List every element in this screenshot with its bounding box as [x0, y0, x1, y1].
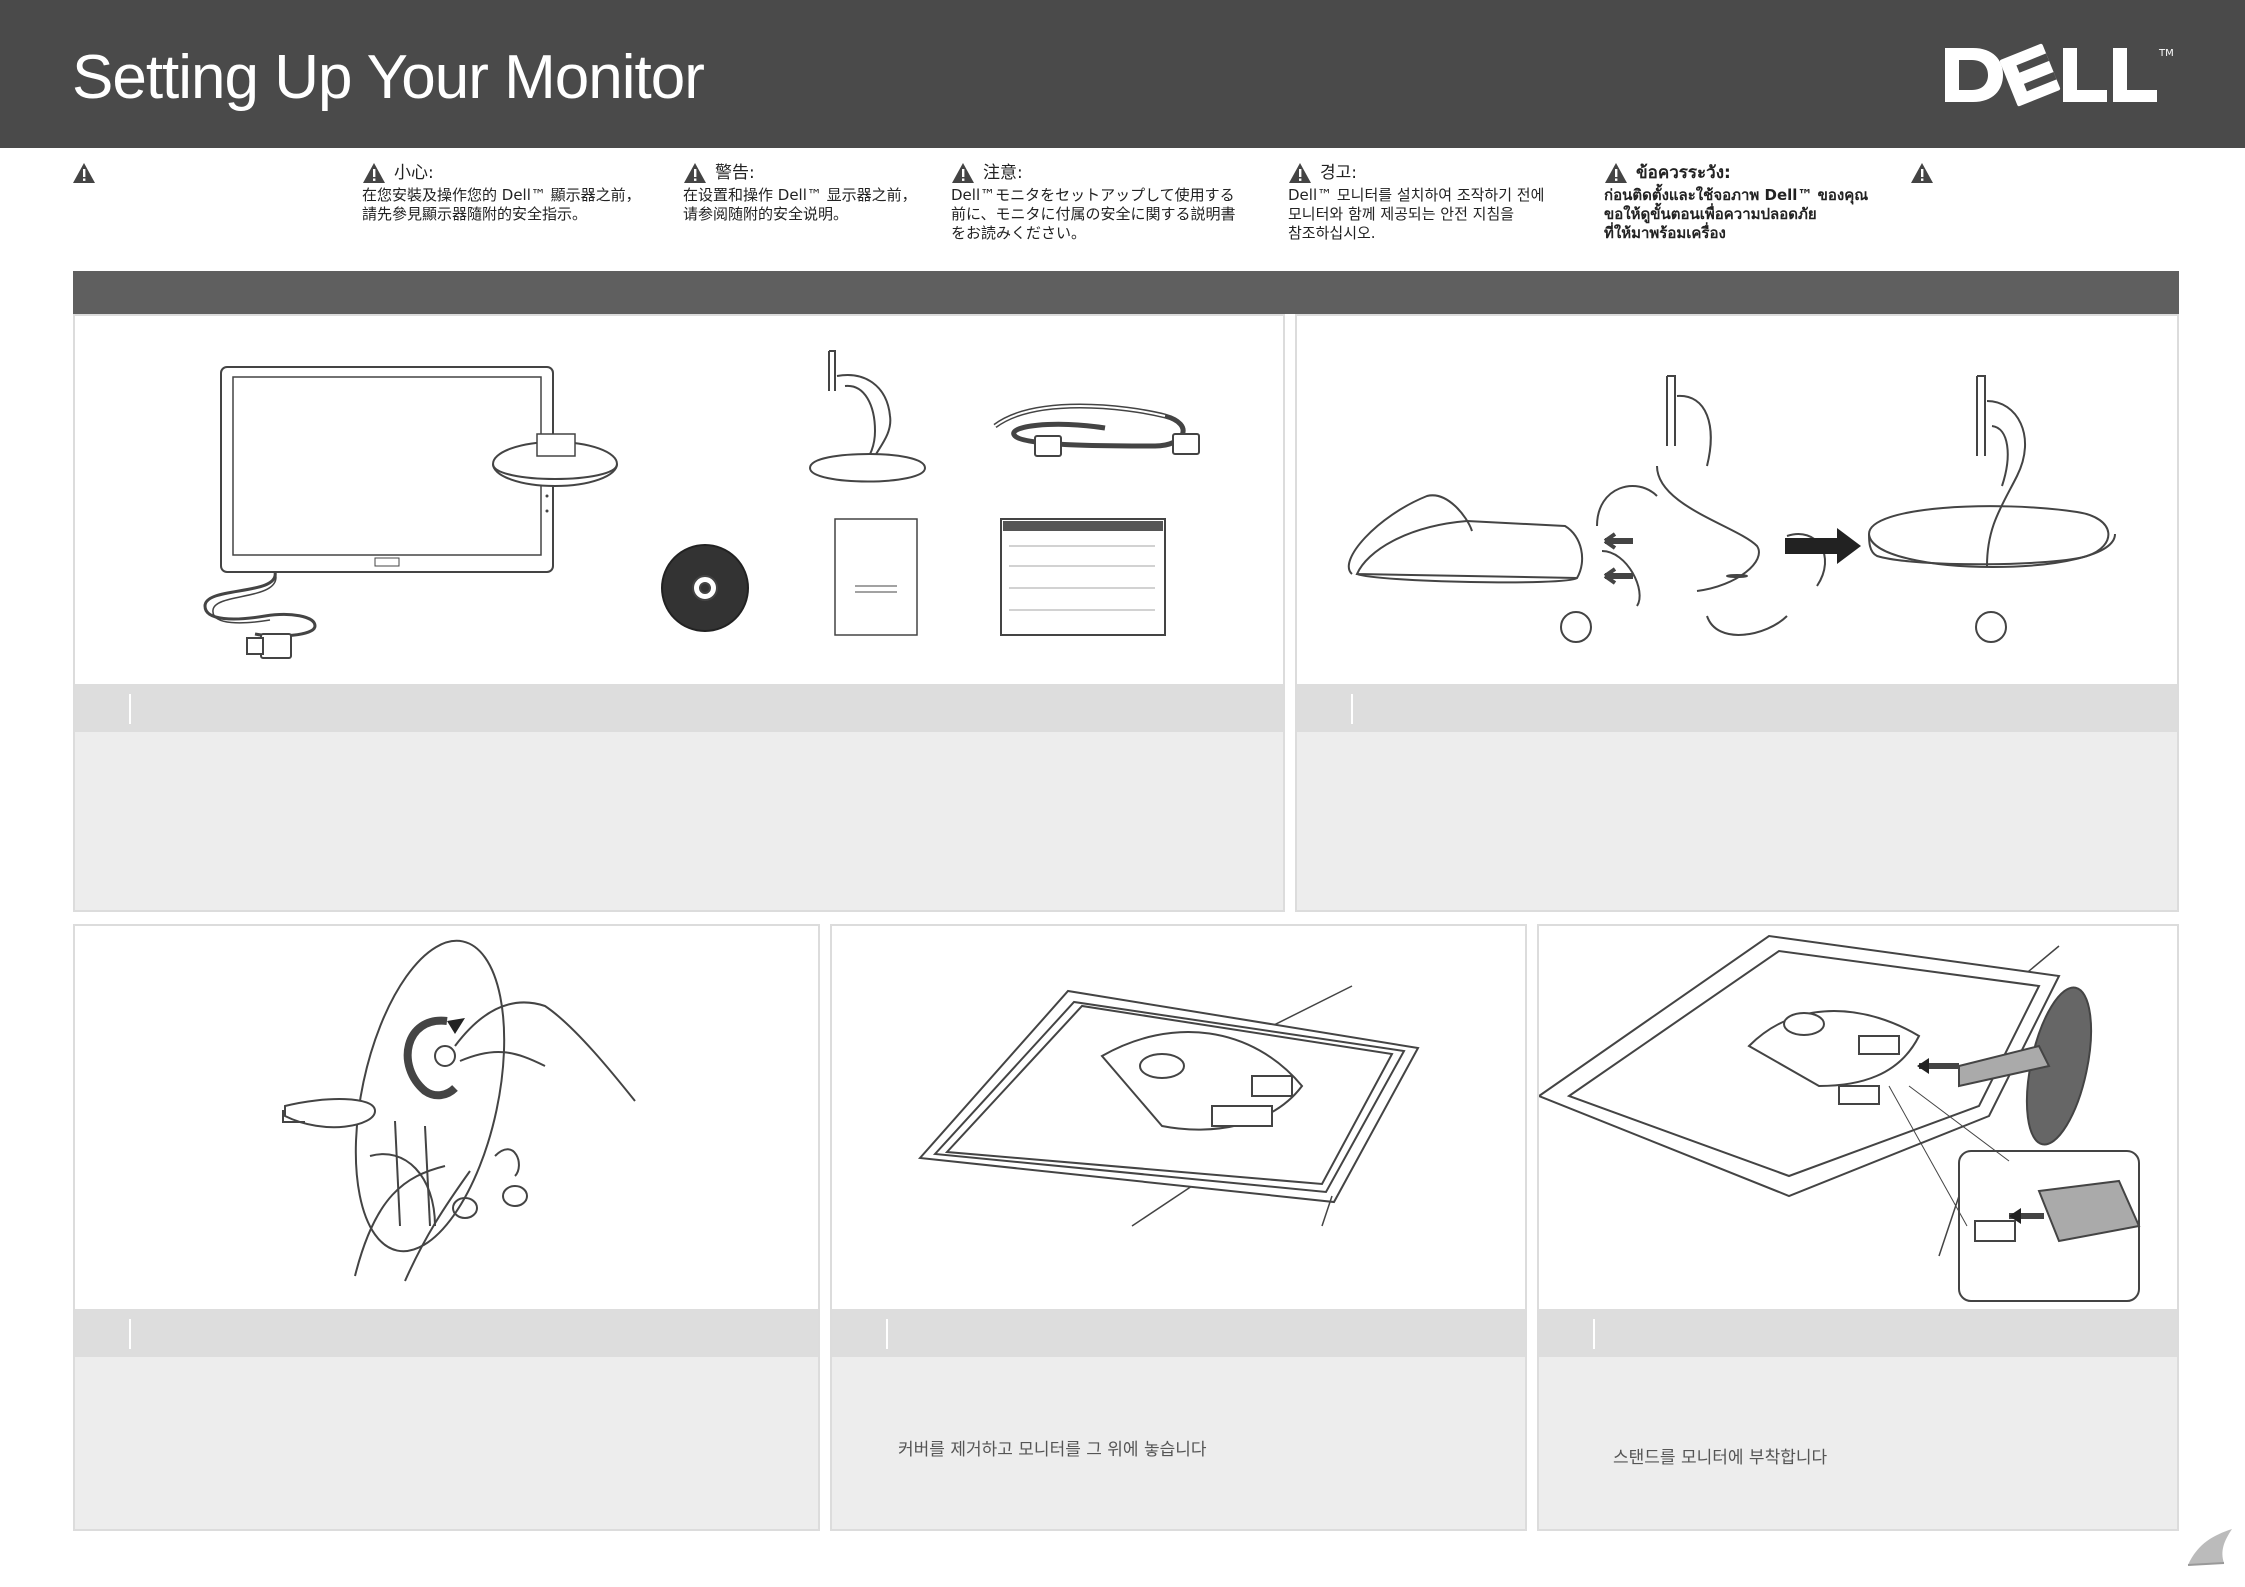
section-band [73, 271, 2179, 314]
caution-line: ที่ให้มาพร้อมเครื่อง [1604, 224, 1726, 242]
caution-line: 前に、モニタに付属の安全に関する説明書 [951, 205, 1236, 223]
caution-line: 모니터와 함께 제공되는 안전 지침을 [1288, 205, 1515, 223]
panel-attach-base [1295, 314, 2179, 912]
caution-line: Dell™ 모니터를 설치하여 조작하기 전에 [1288, 186, 1545, 204]
caution-3: 注意: Dell™モニタをセットアップして使用する 前に、モニタに付属の安全に関… [951, 162, 1236, 243]
illustration-attach-base [1297, 316, 2177, 684]
caution-line: 참조하십시오. [1288, 224, 1376, 242]
illustration-tighten-screw [75, 926, 818, 1309]
step-strip [1297, 684, 2177, 732]
warning-icon [1289, 163, 1311, 183]
svg-text:TM: TM [2158, 48, 2174, 59]
header-bar: Setting Up Your Monitor TM [0, 0, 2245, 148]
step-strip [75, 684, 1283, 732]
caution-title: 小心: [394, 162, 434, 183]
caution-5: ข้อควรระวัง: ก่อนติดตั้งและใช้จอภาพ Dell… [1604, 162, 1868, 243]
warning-icon [952, 163, 974, 183]
caution-title: 注意: [983, 162, 1023, 183]
caution-line: Dell™モニタをセットアップして使用する [951, 186, 1235, 204]
warning-icon [684, 163, 706, 183]
caution-line: 在您安裝及操作您的 Dell™ 顯示器之前， [362, 186, 641, 204]
warning-icon [73, 163, 95, 183]
panel-attach-stand: 스탠드를 모니터에 부착합니다 [1537, 924, 2179, 1531]
panel-tighten-screw [73, 924, 820, 1531]
caution-1: 小心: 在您安裝及操作您的 Dell™ 顯示器之前， 請先參見顯示器隨附的安全指… [362, 162, 641, 224]
caution-line: 在设置和操作 Dell™ 显示器之前， [683, 186, 917, 204]
step-strip [832, 1309, 1525, 1357]
caution-6 [1910, 162, 1942, 186]
illustration-box-contents [75, 316, 1283, 684]
illustration-attach-stand [1539, 926, 2177, 1309]
caution-line: 請先參見顯示器隨附的安全指示。 [362, 205, 588, 223]
caution-line: ขอให้ดูขั้นตอนเพื่อความปลอดภัย [1604, 205, 1817, 223]
caution-2: 警告: 在设置和操作 Dell™ 显示器之前， 请参阅随附的安全说明。 [683, 162, 917, 224]
step-text: 스탠드를 모니터에 부착합니다 [1613, 1448, 1828, 1468]
step-text: 커버를 제거하고 모니터를 그 위에 놓습니다 [898, 1440, 1207, 1460]
warning-icon [363, 163, 385, 183]
warning-icon [1605, 163, 1627, 183]
caution-line: ก่อนติดตั้งและใช้จอภาพ Dell™ ของคุณ [1604, 186, 1869, 204]
step-strip [75, 1309, 818, 1357]
caution-title: 경고: [1320, 162, 1358, 183]
page-title: Setting Up Your Monitor [72, 43, 705, 112]
warning-icon [1911, 163, 1933, 183]
caution-title: ข้อควรระวัง: [1636, 162, 1731, 183]
panel-box-contents [73, 314, 1285, 912]
caution-line: 请参阅随附的安全说明。 [683, 205, 849, 223]
dell-logo: TM [1945, 43, 2174, 107]
caution-title: 警告: [715, 162, 755, 183]
step-strip [1539, 1309, 2177, 1357]
caution-line: をお読みください。 [951, 224, 1087, 242]
illustration-remove-cover [832, 926, 1525, 1309]
caution-4: 경고: Dell™ 모니터를 설치하여 조작하기 전에 모니터와 함께 제공되는… [1288, 162, 1544, 243]
caution-0 [72, 162, 104, 186]
page-curl-icon[interactable] [2184, 1523, 2234, 1569]
panel-remove-cover: 커버를 제거하고 모니터를 그 위에 놓습니다 [830, 924, 1527, 1531]
